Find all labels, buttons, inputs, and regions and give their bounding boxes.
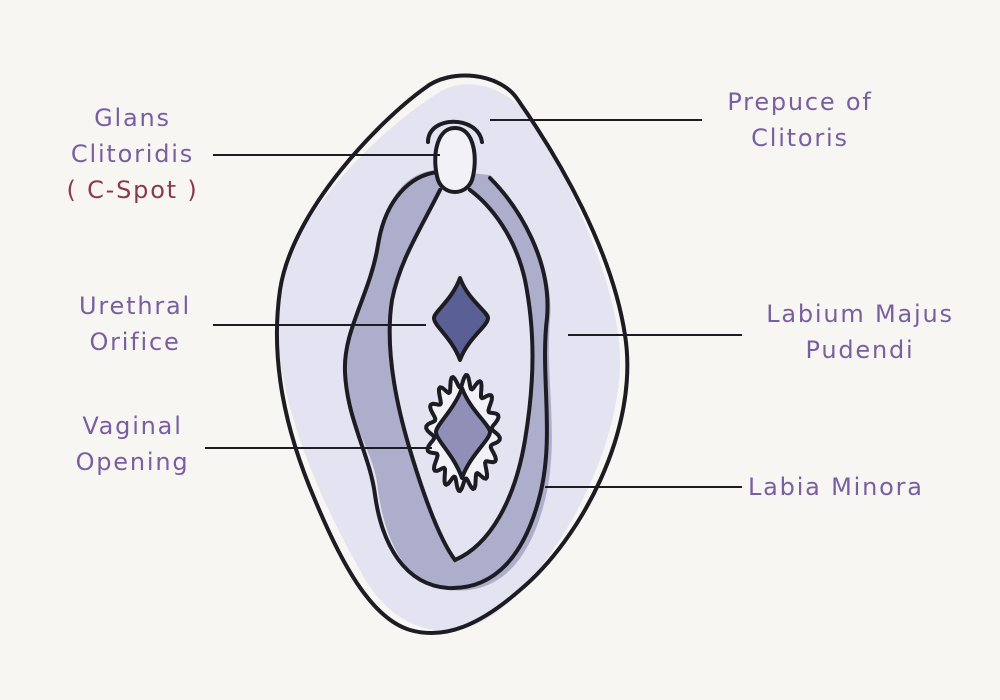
label-urethral-orifice: Urethral Orifice (55, 288, 215, 360)
label-labium-line2: Pudendi (805, 336, 915, 364)
label-prepuce-of-clitoris: Prepuce of Clitoris (705, 84, 895, 156)
label-glans-line2: Clitoridis (70, 140, 195, 168)
label-urethral-line2: Orifice (89, 328, 181, 356)
label-vaginal-line1: Vaginal (82, 412, 183, 440)
vestibule-outline (387, 188, 535, 563)
label-minora-line1: Labia Minora (748, 473, 924, 501)
glans-shape (433, 125, 477, 194)
label-glans-clitoridis: Glans Clitoridis ( C-Spot ) (50, 100, 215, 208)
label-glans-line3: ( C-Spot ) (66, 176, 199, 204)
labia-minora-outline (342, 170, 550, 591)
label-prepuce-line1: Prepuce of (727, 88, 873, 116)
label-labia-minora: Labia Minora (748, 469, 924, 505)
label-prepuce-line2: Clitoris (751, 124, 849, 152)
label-vaginal-opening: Vaginal Opening (55, 408, 210, 480)
urethral-orifice-shape (432, 276, 490, 362)
prepuce-hood (426, 119, 484, 144)
label-urethral-line1: Urethral (79, 292, 191, 320)
label-glans-line1: Glans (94, 104, 171, 132)
vaginal-opening-shape (434, 386, 492, 480)
label-labium-majus-pudendi: Labium Majus Pudendi (740, 296, 980, 368)
label-labium-line1: Labium Majus (766, 300, 954, 328)
labium-majus-outline (274, 73, 630, 635)
label-vaginal-line2: Opening (75, 448, 190, 476)
